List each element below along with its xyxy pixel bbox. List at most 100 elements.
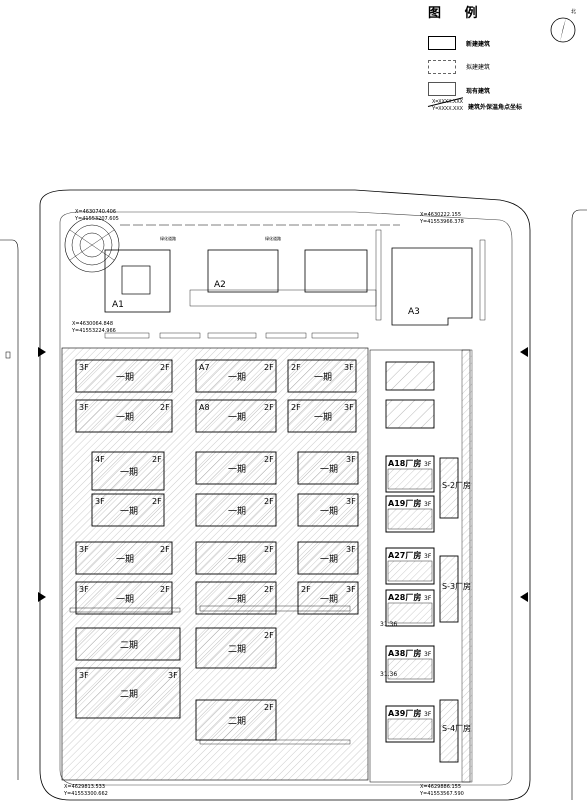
s-building: S-4厂房	[439, 699, 471, 763]
block-phase: 一期	[320, 554, 338, 565]
dimension-label: 31.36	[380, 671, 397, 678]
building-outline	[91, 451, 165, 491]
north-arrow-icon: 北	[550, 8, 576, 43]
building-inner	[387, 602, 433, 624]
building-inner	[387, 658, 433, 680]
legend-swatch-new	[428, 36, 456, 50]
block-phase: 一期	[228, 506, 246, 517]
block-phase: 一期	[116, 554, 134, 565]
parcel-label: A3	[408, 307, 420, 317]
building-block: 3F 2F 一期	[75, 541, 173, 575]
building-inner	[387, 508, 433, 530]
building-outline	[75, 627, 181, 661]
building-outline	[385, 589, 435, 627]
building-outline	[195, 359, 277, 393]
block-phase: 一期	[320, 594, 338, 605]
block-phase: 一期	[320, 506, 338, 517]
building-outline	[195, 451, 277, 485]
building-outline	[75, 667, 181, 719]
building-outline	[75, 359, 173, 393]
block-phase: 二期	[228, 716, 246, 727]
block-floors-right: 3F	[346, 497, 356, 506]
parking-strips-mid	[69, 605, 351, 745]
dimension-label: 31.36	[380, 621, 397, 628]
west-marker	[5, 351, 11, 359]
block-phase: 一期	[228, 464, 246, 475]
block-floors-right: 2F	[264, 703, 274, 712]
east-building-label: A28厂房	[388, 592, 421, 602]
block-floors-left: 2F	[291, 403, 301, 412]
legend-swatch-existing	[428, 82, 456, 96]
parking-strips-top	[104, 229, 486, 339]
block-phase: 一期	[120, 467, 138, 478]
entrance-arrow-icon	[38, 347, 46, 357]
coord-x: X=4630740.406	[75, 209, 116, 215]
coord-x: X=4629813.533	[64, 784, 105, 790]
building-outline	[385, 495, 435, 533]
block-phase: 一期	[228, 412, 246, 423]
block-phase: 二期	[120, 640, 138, 651]
building-outline	[287, 359, 357, 393]
east-building-label: A19厂房	[388, 498, 421, 508]
building-block: 2F 一期	[195, 493, 277, 527]
building-outline	[439, 555, 459, 623]
block-floors-right: 2F	[264, 363, 274, 372]
block-floors-right: 2F	[160, 403, 170, 412]
block-floors-right: 2F	[152, 497, 162, 506]
building-outline	[439, 457, 459, 519]
building-outline	[91, 493, 165, 527]
block-floors-left: A7	[199, 363, 210, 372]
block-floors-left: A8	[199, 403, 210, 412]
block-phase: 一期	[228, 372, 246, 383]
coord-y: Y=41553207.605	[74, 216, 119, 222]
inner-road-edge	[59, 211, 513, 786]
block-floors-right: 2F	[264, 585, 274, 594]
building-block: 二期	[75, 627, 181, 661]
block-floors-left: 3F	[79, 671, 89, 680]
parcel-a2: A2	[189, 249, 377, 307]
s-building: S-2厂房	[439, 457, 471, 519]
legend-label-existing: 现有建筑	[466, 89, 491, 95]
block-floors-right: 2F	[264, 497, 274, 506]
block-phase: 一期	[320, 464, 338, 475]
block-floors-right: 2F	[264, 631, 274, 640]
building-outline	[385, 705, 435, 743]
east-top-block	[385, 361, 435, 391]
building-outline	[75, 581, 173, 615]
parcel-a1: A1	[104, 249, 171, 313]
coord-x: X=4629886.155	[420, 784, 461, 790]
building-outline	[385, 645, 435, 683]
building-outline	[195, 493, 277, 527]
block-floors-right: 2F	[160, 363, 170, 372]
block-floors-left: 3F	[79, 545, 89, 554]
east-building-floors: 3F	[424, 461, 432, 468]
block-floors-right: 2F	[160, 585, 170, 594]
block-phase: 一期	[314, 372, 332, 383]
block-floors-right: 3F	[346, 545, 356, 554]
block-floors-left: 3F	[79, 403, 89, 412]
building-outline	[297, 541, 359, 575]
building-block: A7 2F 一期	[195, 359, 277, 393]
block-floors-right: 2F	[160, 545, 170, 554]
building-inner	[387, 560, 433, 582]
s-building-label: S-3厂房	[442, 581, 471, 591]
east-building-floors: 3F	[424, 553, 432, 560]
s-building-label: S-2厂房	[442, 480, 471, 490]
building-outline	[75, 399, 173, 433]
west-strip	[0, 239, 19, 780]
road-label: 绿化道路	[160, 235, 176, 241]
legend-swatch-planned	[428, 60, 456, 74]
coord-x: X=4630222.155	[420, 212, 461, 218]
coord-y: Y=41553567.590	[419, 791, 464, 797]
